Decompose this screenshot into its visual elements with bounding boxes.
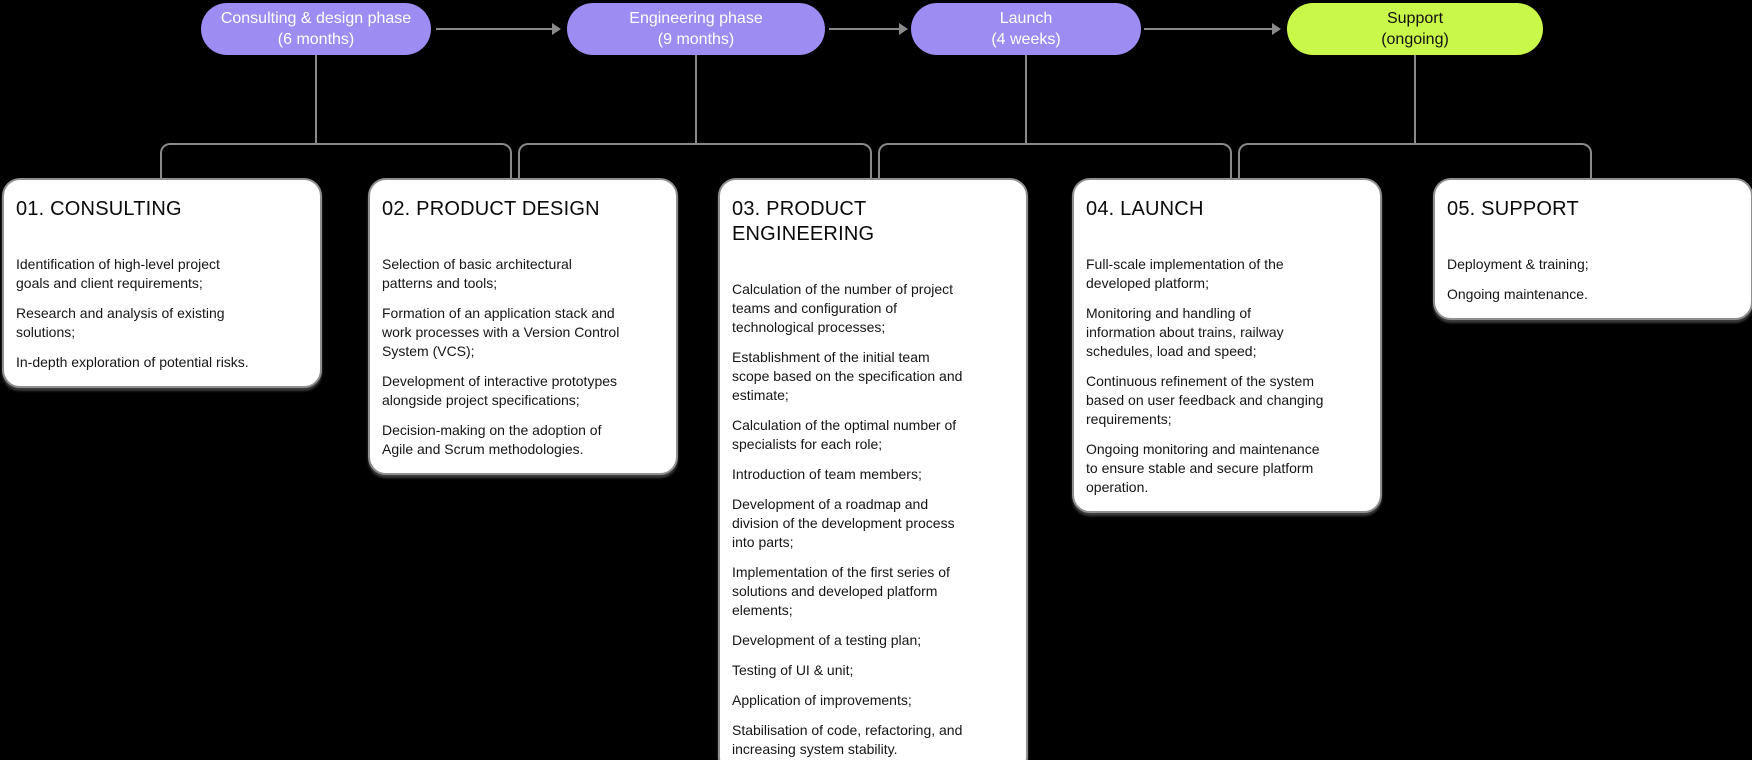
card-item: Decision-making on the adoption of Agile… — [382, 422, 602, 457]
arrow-right-icon — [436, 23, 561, 35]
card-product-design: 02. PRODUCT DESIGN Selection of basic ar… — [368, 178, 678, 475]
arrow-right-icon — [1144, 23, 1281, 35]
phase-label: Consulting & design phase — [220, 10, 412, 27]
connector-bracket — [878, 143, 1232, 178]
card-launch: 04. LAUNCH Full-scale implementation of … — [1072, 178, 1382, 513]
card-heading: 02. PRODUCT DESIGN — [382, 198, 600, 220]
phase-duration: (ongoing) — [1381, 31, 1449, 48]
arrow-right-icon — [829, 23, 908, 35]
card-heading: 01. CONSULTING — [16, 198, 182, 220]
card-product-engineering: 03. PRODUCT ENGINEERING Calculation of t… — [718, 178, 1028, 760]
card-item: Ongoing monitoring and maintenance to en… — [1086, 441, 1320, 495]
card-item: Monitoring and handling of information a… — [1086, 305, 1284, 359]
phase-label: Engineering phase — [629, 10, 763, 27]
card-item: Research and analysis of existing soluti… — [16, 305, 225, 340]
card-item: Development of a testing plan; — [732, 632, 922, 648]
connector-line — [695, 55, 697, 144]
card-item: Calculation of the number of project tea… — [732, 281, 954, 335]
card-item: Full-scale implementation of the develop… — [1086, 256, 1284, 291]
card-item: Development of a roadmap and division of… — [732, 496, 955, 550]
phase-label: Support — [1386, 10, 1444, 27]
phase-duration: (4 weeks) — [991, 31, 1061, 48]
phase-pill-consulting-design: Consulting & design phase (6 months) — [201, 3, 431, 55]
card-item: Ongoing maintenance. — [1447, 286, 1588, 302]
connector-bracket — [1238, 143, 1592, 178]
connector-line — [1414, 55, 1416, 144]
card-consulting: 01. CONSULTING Identification of high-le… — [2, 178, 322, 388]
phase-duration: (6 months) — [277, 31, 355, 48]
card-support: 05. SUPPORT Deployment & training; Ongoi… — [1433, 178, 1752, 320]
card-item: Formation of an application stack and wo… — [382, 305, 620, 359]
card-heading: 04. LAUNCH — [1086, 198, 1204, 220]
connector-line — [315, 55, 317, 144]
card-item: Application of improvements; — [732, 692, 912, 708]
phase-pill-engineering: Engineering phase (9 months) — [567, 3, 825, 55]
card-item: Continuous refinement of the system base… — [1086, 373, 1324, 427]
phase-pill-support: Support (ongoing) — [1287, 3, 1543, 55]
card-item: In-depth exploration of potential risks. — [16, 354, 249, 370]
card-heading: 05. SUPPORT — [1447, 198, 1579, 220]
card-item: Development of interactive prototypes al… — [382, 373, 618, 408]
phase-duration: (9 months) — [657, 31, 735, 48]
card-item: Implementation of the first series of so… — [732, 564, 950, 618]
card-item: Selection of basic architectural pattern… — [382, 256, 572, 291]
phase-label: Launch — [999, 10, 1053, 27]
card-item: Introduction of team members; — [732, 466, 922, 482]
card-item: Identification of high-level project goa… — [16, 256, 220, 291]
connector-line — [1025, 55, 1027, 144]
card-item: Establishment of the initial team scope … — [732, 349, 963, 403]
phase-pill-launch: Launch (4 weeks) — [911, 3, 1141, 55]
card-item: Deployment & training; — [1447, 256, 1589, 272]
connector-bracket — [518, 143, 872, 178]
connector-bracket — [160, 143, 512, 178]
card-item: Testing of UI & unit; — [732, 662, 854, 678]
card-item: Stabilisation of code, refactoring, and … — [732, 722, 963, 757]
card-heading: 03. PRODUCT ENGINEERING — [732, 198, 875, 245]
card-item: Calculation of the optimal number of spe… — [732, 417, 957, 452]
